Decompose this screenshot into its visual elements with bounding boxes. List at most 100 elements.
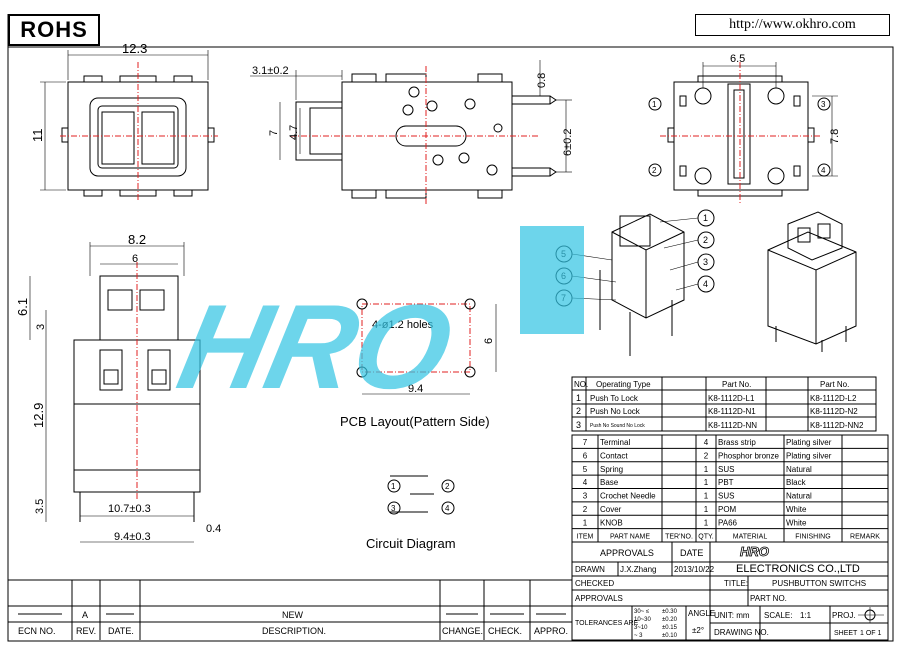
pin-1-label: 1 — [652, 100, 657, 109]
checked-label: CHECKED — [575, 579, 614, 588]
watermark-glyph — [520, 226, 584, 334]
drawn-by: J.X.Zhang — [620, 565, 656, 574]
bom-row-3-qty: 1 — [704, 492, 709, 501]
dim-front-9: 9.4±0.3 — [114, 531, 151, 543]
pcb-height: 6 — [483, 338, 495, 344]
ecn-no-label: ECN NO. — [18, 626, 56, 636]
bom-row-1-fin: White — [786, 518, 807, 527]
op-row2-part2: K8-1112D-N2 — [810, 407, 858, 416]
circuit-pin-1: 1 — [391, 482, 396, 491]
circuit-pin-2: 2 — [445, 482, 450, 491]
pcb-holes-label: 4-ø1.2 holes — [372, 319, 434, 331]
bom-row-7-mat: Brass strip — [718, 438, 756, 447]
bom-row-1-qty: 1 — [704, 518, 709, 527]
unit-label: UNIT: mm — [714, 611, 750, 620]
angle-value: ±2° — [692, 626, 704, 635]
callout-4: 4 — [703, 279, 708, 289]
dim-front-1: 8.2 — [128, 232, 146, 247]
circuit-caption: Circuit Diagram — [366, 536, 456, 551]
hro-watermark: HRO — [168, 279, 463, 413]
bom-row-7-item: 7 — [583, 438, 588, 447]
bom-row-5-qty: 1 — [704, 465, 709, 474]
projection-symbol-icon — [858, 607, 884, 623]
op-row3-type: Push No Sound No Lock — [590, 423, 645, 429]
bom-row-4-name: Base — [600, 478, 619, 487]
bom-row-6-qty: 2 — [704, 451, 709, 460]
dim-front-7: 10.7±0.3 — [108, 503, 151, 515]
op-row3-part2: K8-1112D-NN2 — [810, 421, 864, 430]
drawing-no-label: DRAWING NO. — [714, 628, 769, 637]
approvals-label: APPROVALS — [575, 594, 623, 603]
top-view: 12.3 11 — [30, 41, 218, 200]
bom-row-4-item: 4 — [583, 478, 588, 487]
dim-front-4: 3 — [35, 324, 47, 330]
callout-2: 2 — [703, 235, 708, 245]
op-header-no: NO. — [574, 380, 588, 389]
bom-row-5-item: 5 — [583, 465, 588, 474]
rev-description: NEW — [282, 610, 304, 620]
bom-row-3-fin: Natural — [786, 492, 812, 501]
tol-val-1: ±0.30 — [662, 609, 678, 615]
op-row3-no: 3 — [576, 420, 581, 430]
rohs-label: ROHS — [8, 14, 100, 46]
bom-row-2-qty: 1 — [704, 505, 709, 514]
dim-front-6: 3.5 — [34, 499, 46, 514]
bom-row-1-item: 1 — [583, 518, 588, 527]
date-label: DATE. — [108, 626, 134, 636]
bottom-view: 6.5 7.8 1 2 3 4 — [648, 53, 841, 204]
bom-row-5-mat: SUS — [718, 465, 734, 474]
dim-side-1: 3.1±0.2 — [252, 65, 289, 77]
sheet-label: SHEET — [834, 630, 858, 637]
drawing-title: PUSHBUTTON SWITCHS — [772, 579, 866, 588]
part-no-label: PART NO. — [750, 594, 787, 603]
scale-value: 1:1 — [800, 611, 812, 620]
bom-row-6-fin: Plating silver — [786, 451, 832, 460]
company-logo: HRO — [740, 544, 769, 559]
drawn-label: DRAWN — [575, 565, 605, 574]
pin-2-label: 2 — [652, 166, 657, 175]
dim-side-3: 7 — [268, 130, 280, 136]
dim-top-height: 11 — [30, 129, 45, 143]
op-row2-part1: K8-1112D-N1 — [708, 407, 756, 416]
callout-3: 3 — [703, 257, 708, 267]
op-header-part1: Part No. — [722, 380, 751, 389]
bom-row-7-name: Terminal — [600, 438, 630, 447]
bom-row-1-name: KNOB — [600, 518, 623, 527]
dim-bottom-2: 7.8 — [829, 129, 841, 144]
tol-range-4: ~ 3 — [634, 633, 643, 639]
dim-bottom-1: 6.5 — [730, 53, 745, 65]
bom-row-2-name: Cover — [600, 505, 622, 514]
dim-front-5: 12.9 — [31, 403, 46, 428]
appro-label: APPRO. — [534, 626, 568, 636]
pcb-width: 9.4 — [408, 383, 423, 395]
bom-row-4-fin: Black — [786, 478, 807, 487]
website-url: http://www.okhro.com — [695, 14, 890, 36]
proj-label: PROJ. — [832, 611, 856, 620]
sheet-value: 1 OF 1 — [860, 630, 882, 637]
dim-side-4: 4.7 — [288, 125, 300, 140]
bom-header-6: REMARK — [850, 534, 880, 541]
rev-label: REV. — [76, 626, 96, 636]
callout-1: 1 — [703, 213, 708, 223]
pcb-layout: 4-ø1.2 holes 9.4 6 PCB Layout(Pattern Si… — [340, 298, 497, 429]
op-row2-no: 2 — [576, 406, 581, 416]
bom-row-3-mat: SUS — [718, 492, 734, 501]
tolerances-label: TOLERANCES ARE — [575, 620, 639, 627]
bom-row-1-mat: PA66 — [718, 518, 738, 527]
dim-front-2: 6 — [132, 253, 138, 265]
description-label: DESCRIPTION. — [262, 626, 326, 636]
op-row1-type: Push To Lock — [590, 394, 639, 403]
sheet-border — [7, 46, 894, 642]
tol-range-2: 10~30 — [634, 617, 652, 623]
bom-row-6-item: 6 — [583, 451, 588, 460]
bom-row-3-name: Crochet Needle — [600, 492, 656, 501]
bom-row-6-mat: Phosphor bronze — [718, 451, 779, 460]
scale-label: SCALE: — [764, 611, 792, 620]
title-block: APPROVALS DATE HRO ELECTRONICS CO.,LTD D… — [571, 541, 889, 641]
side-view: 3.1±0.2 0.8 7 4.7 6±0.2 — [250, 60, 574, 206]
bom-header-5: FINISHING — [795, 534, 830, 541]
drawn-date: 2013/10/22 — [674, 565, 715, 574]
